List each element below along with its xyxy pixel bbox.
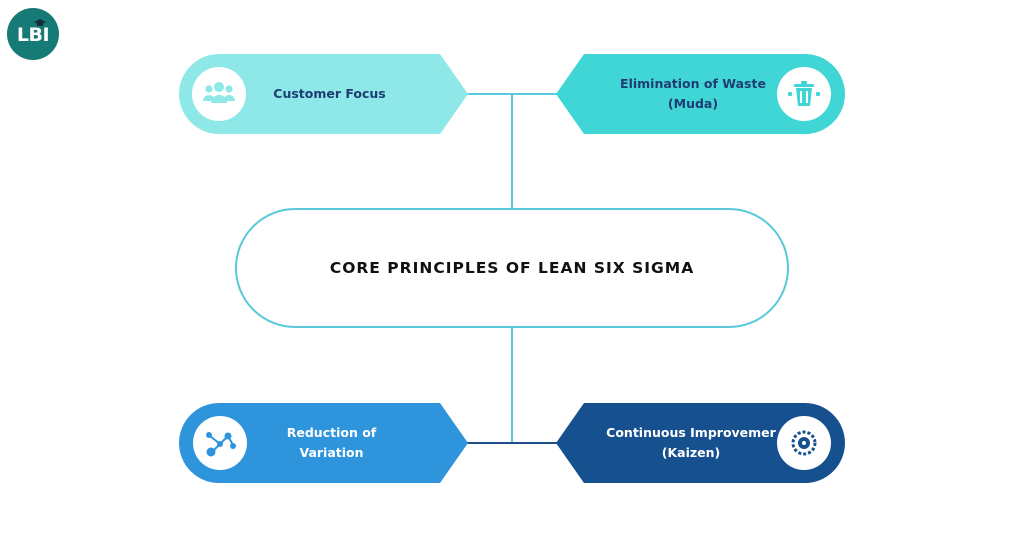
logo-text: LBI [16, 24, 50, 46]
graduation-cap-icon [34, 19, 46, 26]
elimination-of-waste-shape [556, 54, 845, 134]
continuous-improvement-label: Continuous Improvemer (Kaizen) [606, 425, 776, 460]
customer-focus-icon-bg [192, 67, 246, 121]
customer-focus-label: Customer Focus [273, 86, 386, 101]
customer-focus-shape [179, 54, 468, 134]
improvement-cycle-icon [791, 430, 817, 456]
elimination-of-waste-label: Elimination of Waste (Muda) [620, 76, 766, 111]
lbi-logo: LBI [7, 8, 59, 60]
diagram-title: CORE PRINCIPLES OF LEAN SIX SIGMA [329, 259, 695, 277]
people-group-icon [203, 82, 235, 103]
reduction-of-variation-shape [179, 403, 468, 483]
continuous-improvement-shape [556, 403, 845, 483]
center-pill [235, 208, 789, 328]
reduction-of-variation-label: Reduction of Variation [286, 425, 377, 460]
